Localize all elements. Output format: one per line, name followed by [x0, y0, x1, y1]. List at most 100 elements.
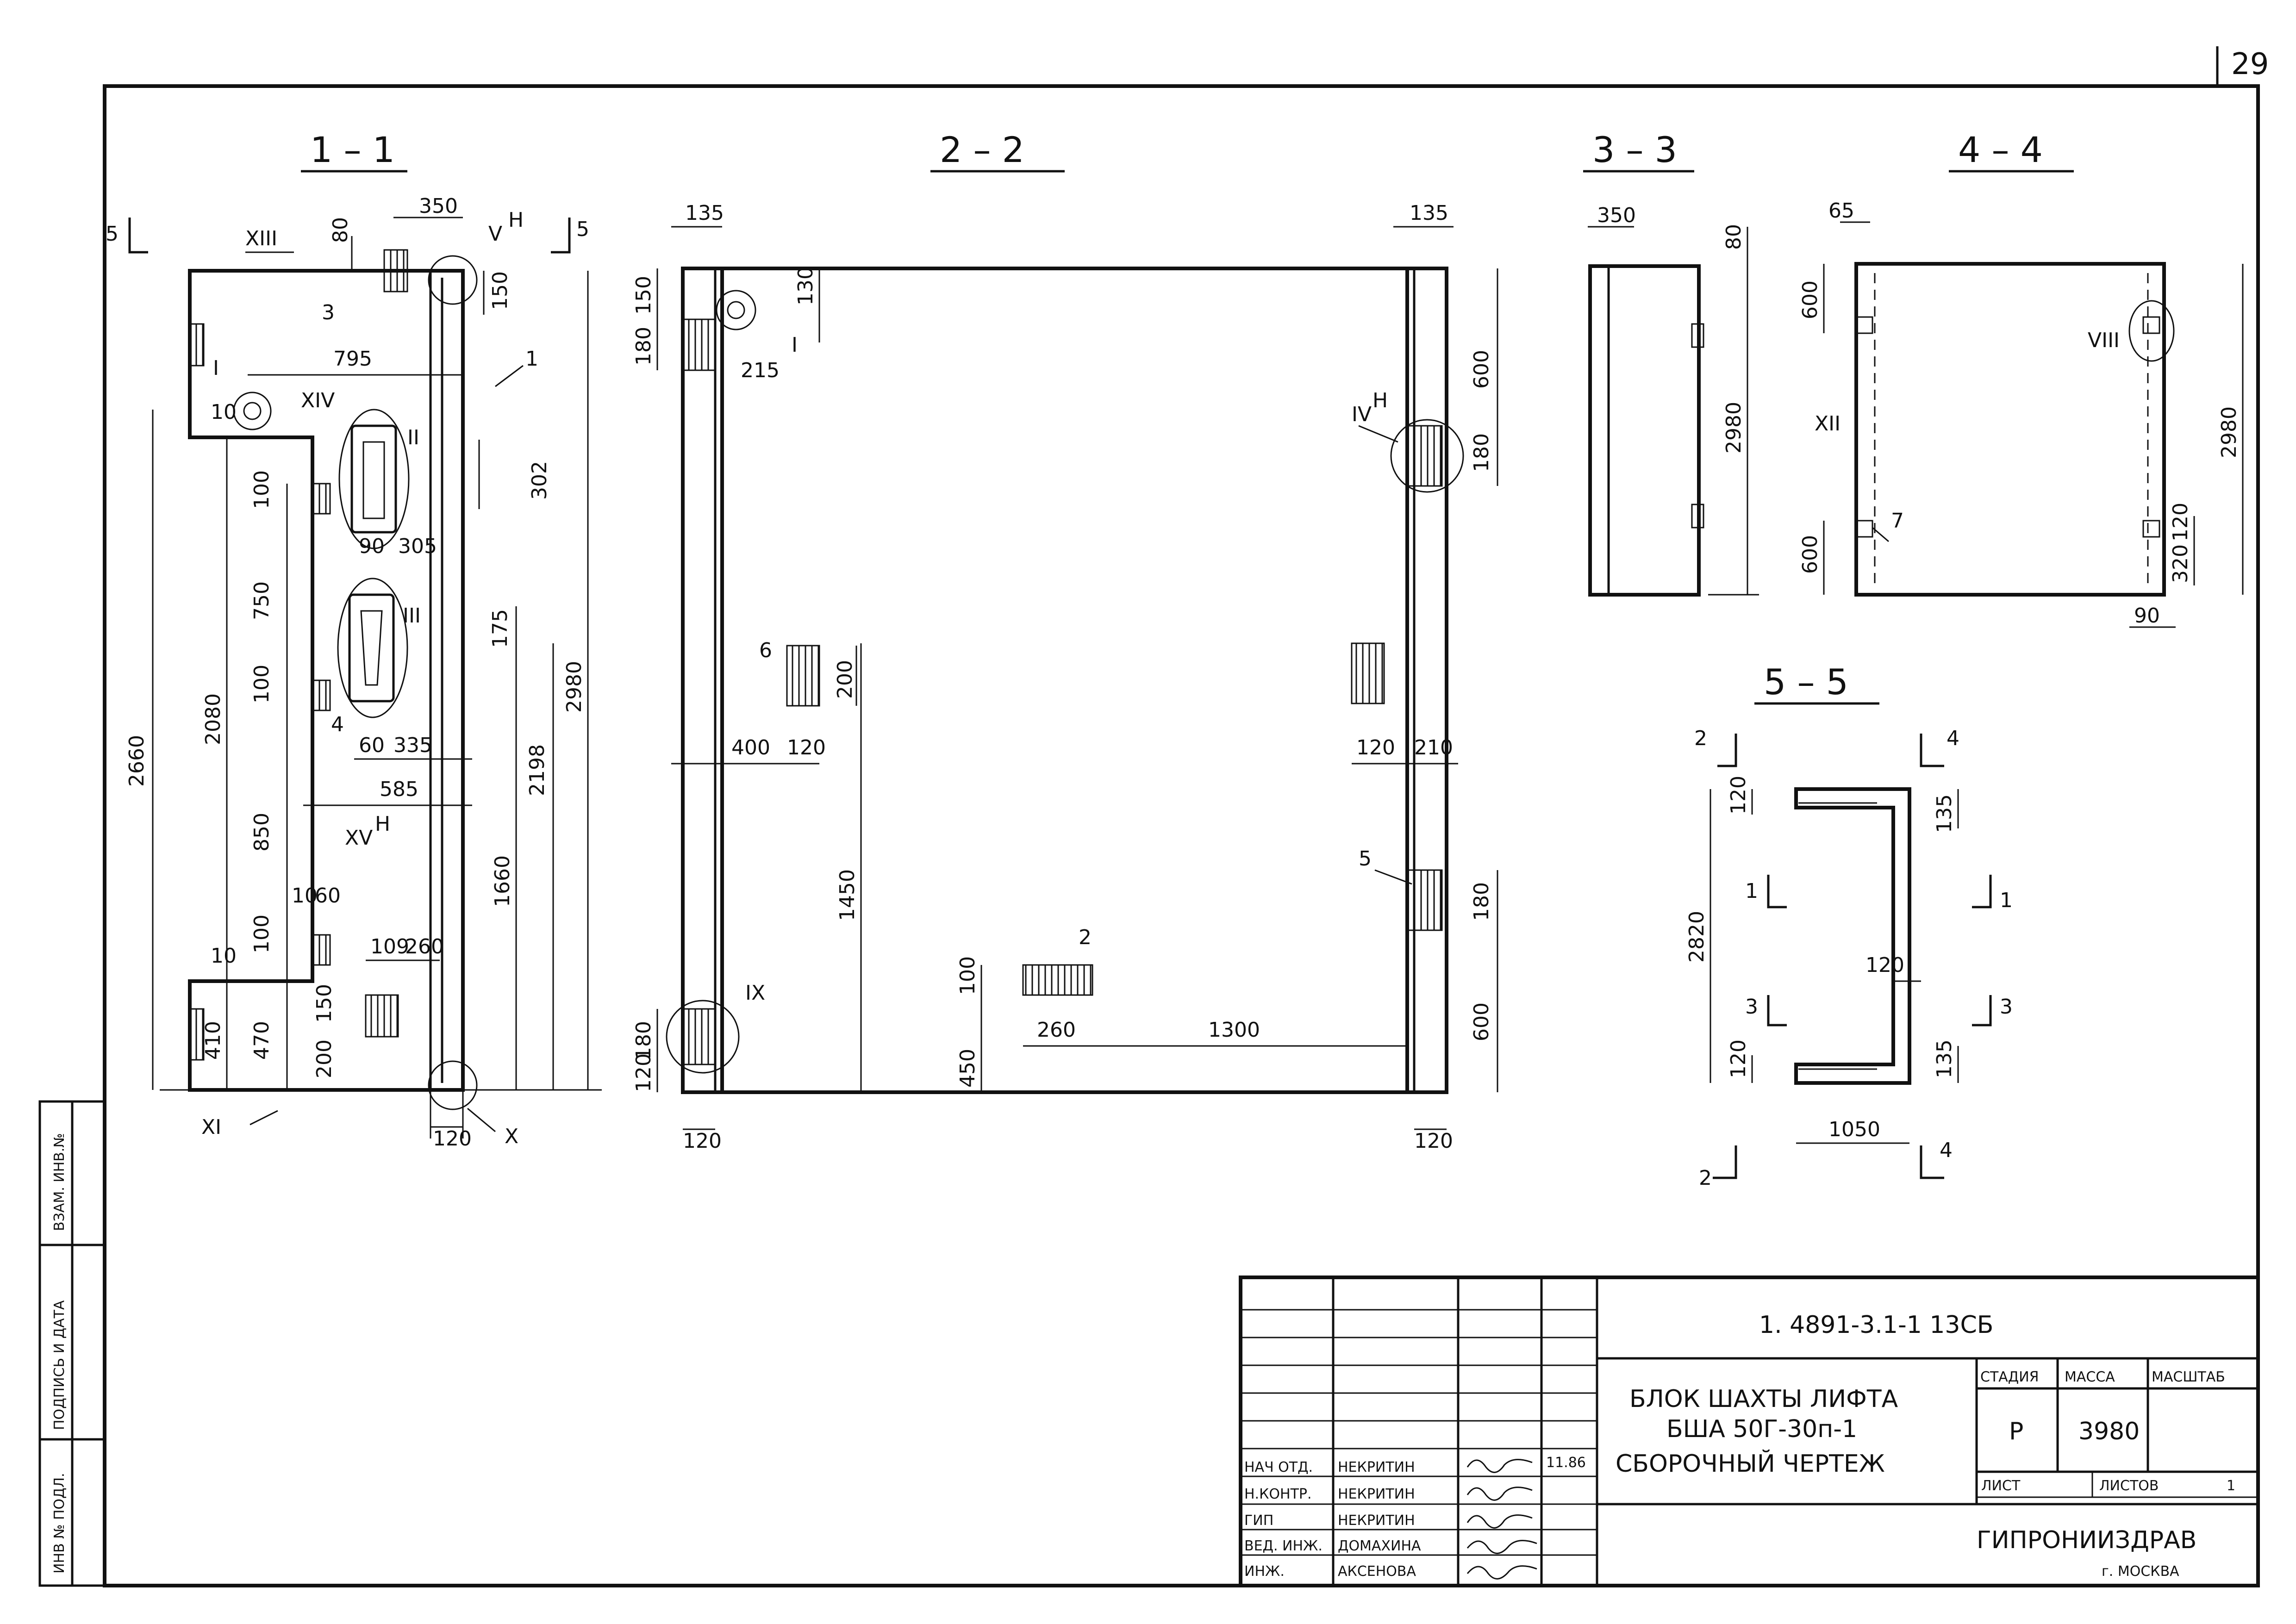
tb-name-line2: БША 50Г-30п-1 [1666, 1415, 1857, 1443]
tb-role-5: ИНЖ. [1244, 1563, 1285, 1580]
label-2: 2 [1079, 926, 1092, 949]
cut-2-top: 2 [1694, 727, 1707, 750]
s1-dim-470: 470 [250, 1021, 274, 1060]
s2-dim-120e: 120 [1414, 1129, 1453, 1153]
s2-dim-450: 450 [956, 1049, 980, 1088]
title-block: 1. 4891-3.1-1 13СБ БЛОК ШАХТЫ ЛИФТА БША … [1239, 1276, 2260, 1587]
s1-dim-585: 585 [380, 778, 418, 801]
mark-XI: XI [201, 1115, 221, 1139]
cut-3-right: 3 [2000, 995, 2013, 1019]
s1-dim-2980: 2980 [562, 661, 586, 713]
s2-dim-120d: 120 [1356, 736, 1395, 759]
tb-name-line1: БЛОК ШАХТЫ ЛИФТА [1629, 1385, 1898, 1413]
s2-dim-100: 100 [956, 956, 980, 995]
tb-org: ГИПРОНИИЗДРАВ [1977, 1526, 2196, 1554]
tb-listov-label: ЛИСТОВ [2099, 1478, 2159, 1494]
s3-dim-2980: 2980 [1722, 402, 1746, 454]
signatures [1466, 1459, 1537, 1580]
tb-name-4: ДОМАХИНА [1338, 1538, 1421, 1554]
mark-VIII: VIII [2088, 329, 2120, 352]
tb-role-1: НАЧ ОТД. [1244, 1459, 1313, 1475]
s2-dim-180b: 180 [632, 1021, 655, 1060]
s2-dim-260: 260 [1037, 1018, 1076, 1042]
s1-dim-100b: 100 [250, 665, 274, 703]
cut-4-top: 4 [1947, 727, 1959, 750]
s4-dim-90: 90 [2134, 604, 2160, 628]
s1-dim-302: 302 [528, 461, 551, 500]
cut-2-bottom: 2 [1699, 1166, 1712, 1190]
s2-dim-200: 200 [833, 660, 857, 699]
s1-dim-175: 175 [488, 609, 512, 648]
mark-IX: IX [745, 981, 765, 1005]
section-4-4: 65 600 XII 600 7 VIII 2980 120 320 90 [1798, 199, 2244, 628]
mark-I: I [213, 356, 219, 380]
stamp-inv-podl: ИНВ № ПОДЛ. [51, 1473, 68, 1574]
mark-V-h: Н [508, 208, 524, 232]
s4-dim-65: 65 [1828, 199, 1854, 223]
cut-1-left: 1 [1745, 879, 1758, 903]
mark-IV-h: Н [1373, 389, 1388, 412]
s1-dim-2660: 2660 [125, 735, 149, 787]
s1-dim-60b: 60 [315, 884, 341, 908]
tb-list-label: ЛИСТ [1981, 1478, 2021, 1494]
section-title-5-5: 5 – 5 [1764, 661, 1848, 703]
s1-dim-850: 850 [250, 813, 274, 852]
mark-X: X [505, 1125, 518, 1148]
tb-name-3: НЕКРИТИН [1338, 1512, 1415, 1529]
cut-5-left: 5 [106, 222, 119, 246]
s4-dim-320: 320 [2169, 544, 2192, 583]
mark-XV-h: Н [375, 812, 390, 836]
s2-dim-180c: 180 [1470, 433, 1493, 472]
s5-dim-1050: 1050 [1828, 1118, 1880, 1141]
s2-dim-120a: 120 [787, 736, 826, 759]
stamp-vzam-inv: ВЗАМ. ИНВ.№ [51, 1133, 68, 1231]
s4-dim-600b: 600 [1798, 535, 1822, 574]
s1-dim-100a: 100 [250, 470, 274, 509]
embed-2 [1022, 964, 1093, 996]
mark-II: II [407, 426, 419, 449]
tb-name-line3: СБОРОЧНЫЙ ЧЕРТЕЖ [1616, 1450, 1885, 1478]
s2-dim-135b: 135 [1410, 201, 1448, 225]
s2-dim-180: 180 [632, 327, 655, 366]
tb-role-2: Н.КОНТР. [1244, 1486, 1312, 1502]
section-title-2-2: 2 – 2 [940, 129, 1024, 170]
s2-dim-150: 150 [632, 276, 655, 315]
s1-dim-109: 109 [370, 935, 409, 958]
s1-dim-795: 795 [333, 347, 372, 371]
tb-col-stadia: СТАДИЯ [1980, 1369, 2039, 1385]
s5-dim-2820: 2820 [1685, 911, 1709, 963]
tb-role-3: ГИП [1244, 1512, 1273, 1529]
tb-col-massa: МАССА [2065, 1369, 2115, 1385]
sheet-number: 29 [2231, 47, 2269, 81]
s1-dim-200: 200 [312, 1039, 336, 1078]
s1-dim-260: 260 [405, 935, 444, 958]
label-1: 1 [525, 347, 538, 371]
s2-dim-1300: 1300 [1208, 1018, 1260, 1042]
s3-dim-80: 80 [1722, 224, 1746, 250]
s2-dim-210: 210 [1414, 736, 1453, 759]
s1-dim-750: 750 [250, 581, 274, 620]
s4-dim-2980: 2980 [2217, 406, 2241, 458]
s1-dim-10a: 10 [211, 400, 237, 424]
opening-III [348, 593, 395, 703]
cut-5-right: 5 [576, 218, 589, 241]
tb-listov: 1 [2227, 1478, 2235, 1494]
section-title-3-3: 3 – 3 [1592, 129, 1677, 170]
s5-dim-135a: 135 [1933, 794, 1956, 833]
tb-city: г. МОСКВА [2102, 1563, 2179, 1580]
label-4: 4 [331, 713, 344, 736]
s4-dim-600a: 600 [1798, 280, 1822, 319]
s1-dim-1660: 1660 [491, 855, 514, 907]
label-6: 6 [759, 639, 772, 662]
s2-dim-120c: 120 [683, 1129, 722, 1153]
s1-dim-2198: 2198 [525, 744, 549, 796]
section-title-1-1: 1 – 1 [310, 129, 395, 170]
mark-XIII: XIII [245, 227, 277, 250]
mark-III: III [403, 604, 421, 628]
section-3-3: 350 80 2980 [1588, 204, 1759, 597]
s2-dim-180d: 180 [1470, 882, 1493, 921]
tb-code: 1. 4891-3.1-1 13СБ [1759, 1311, 1993, 1339]
s1-dim-335: 335 [393, 734, 432, 757]
s1-dim-410: 410 [201, 1021, 225, 1060]
